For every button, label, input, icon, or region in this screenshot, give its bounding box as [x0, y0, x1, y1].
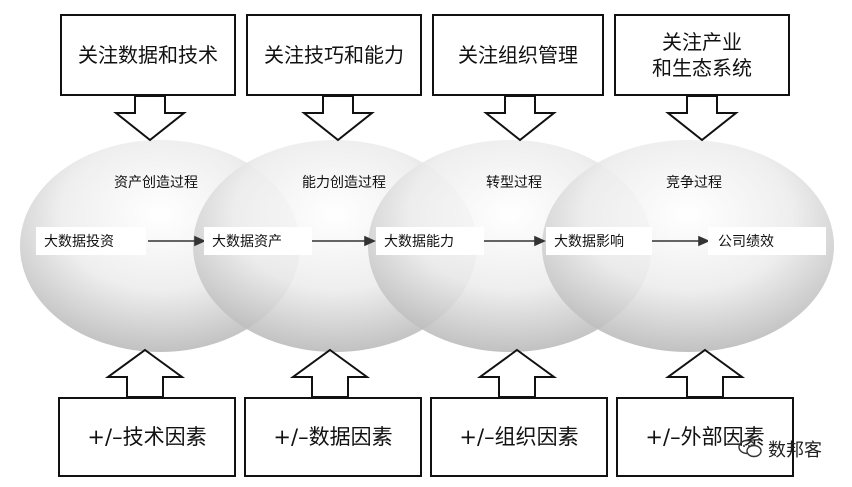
down-arrow-3 — [483, 95, 557, 142]
process-ellipse-4 — [542, 140, 834, 352]
flow-step-2: 大数据资产 — [204, 227, 312, 255]
process-label-3: 转型过程 — [486, 175, 542, 191]
top-factor-label: 关注数据和技术 — [78, 43, 218, 67]
flow-step-1: 大数据投资 — [36, 227, 146, 255]
top-factor-label: 关注产业 和生态系统 — [652, 30, 752, 80]
up-arrow-4 — [664, 348, 746, 398]
bottom-factor-box-2: +/–数据因素 — [244, 397, 422, 477]
bottom-factor-label: +/–数据因素 — [273, 425, 393, 449]
chat-bubble-icon — [738, 439, 762, 458]
flow-step-3: 大数据能力 — [376, 227, 484, 255]
up-arrow-1 — [104, 348, 186, 398]
top-factor-box-1: 关注数据和技术 — [60, 14, 236, 96]
down-arrow-1 — [113, 95, 187, 142]
bottom-factor-box-3: +/–组织因素 — [430, 397, 608, 477]
top-factor-label: 关注技巧和能力 — [264, 43, 404, 67]
bottom-factor-box-4: +/–外部因素 — [616, 397, 794, 477]
up-arrow-2 — [289, 348, 371, 398]
down-arrow-2 — [301, 95, 375, 142]
process-label-2: 能力创造过程 — [302, 175, 386, 191]
process-label-4: 竞争过程 — [666, 175, 722, 191]
process-label-1: 资产创造过程 — [114, 175, 198, 191]
bottom-factor-label: +/–技术因素 — [87, 425, 207, 449]
bottom-factor-box-1: +/–技术因素 — [58, 397, 236, 477]
top-factor-box-3: 关注组织管理 — [432, 14, 604, 96]
top-factor-box-2: 关注技巧和能力 — [246, 14, 422, 96]
watermark: 数邦客 — [738, 436, 822, 462]
down-arrow-4 — [665, 95, 739, 142]
watermark-text: 数邦客 — [768, 440, 822, 461]
bottom-factor-label: +/–组织因素 — [459, 425, 579, 449]
flow-step-5: 公司绩效 — [708, 227, 826, 255]
bottom-factor-label: +/–外部因素 — [645, 425, 765, 449]
top-factor-label: 关注组织管理 — [458, 43, 578, 67]
flow-step-4: 大数据影响 — [546, 227, 652, 255]
up-arrow-3 — [476, 348, 558, 398]
top-factor-box-4: 关注产业 和生态系统 — [614, 14, 790, 96]
